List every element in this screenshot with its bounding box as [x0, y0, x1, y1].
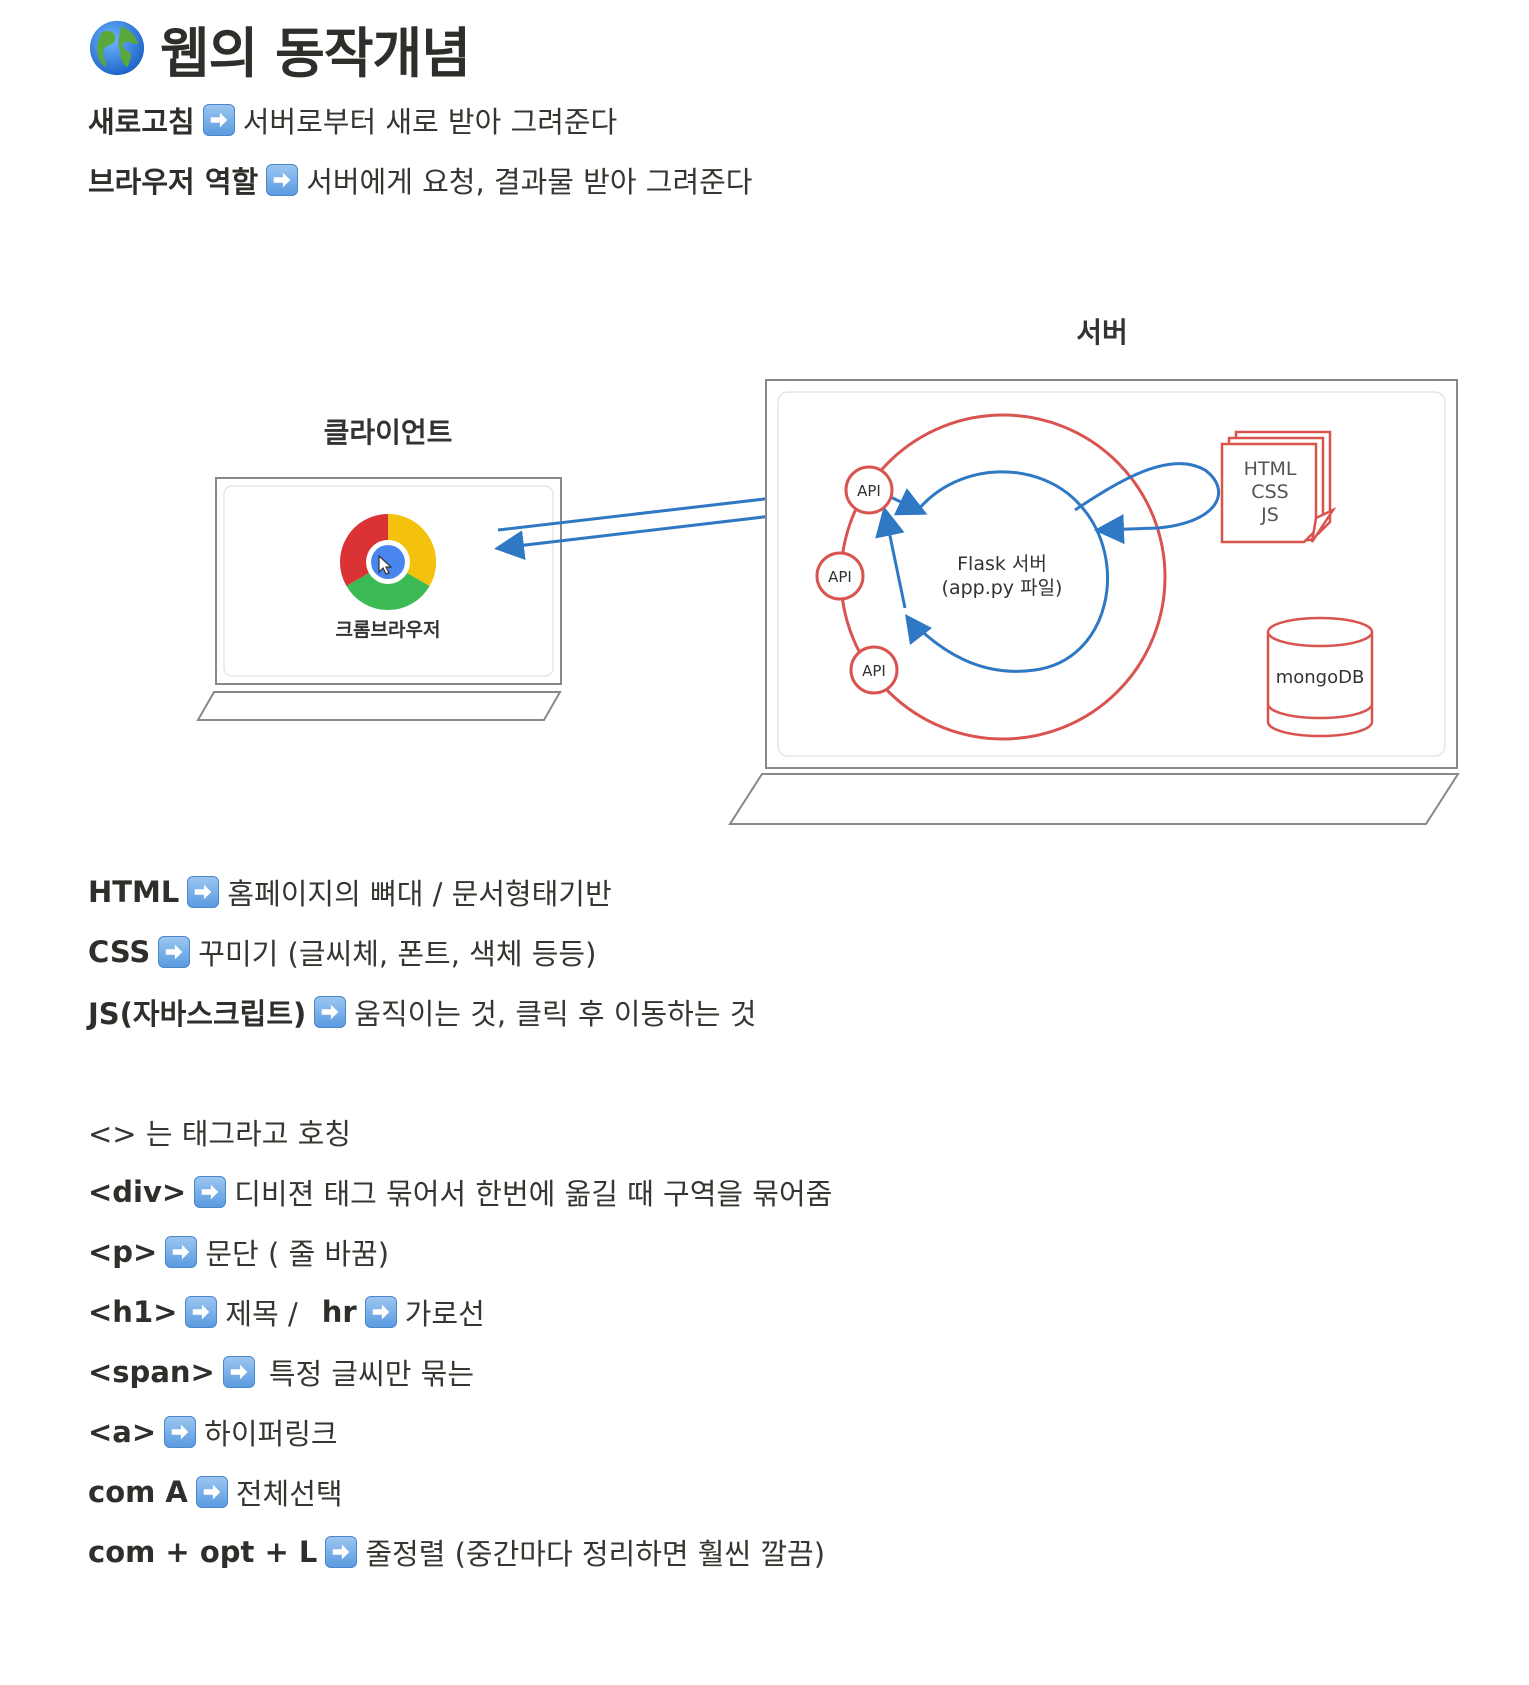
- a-tag-line: <a> 하이퍼링크: [88, 1410, 338, 1454]
- refresh-line: 새로고침 서버로부터 새로 받아 그려준다: [88, 98, 617, 142]
- p-tag-desc: 문단 ( 줄 바꿈): [205, 1237, 390, 1271]
- right-arrow-icon: [195, 1476, 228, 1508]
- browser-role-label: 브라우저 역할: [88, 165, 259, 199]
- files-document-icon: HTML CSS JS: [1220, 430, 1337, 544]
- file-css-label: CSS: [1251, 481, 1288, 503]
- span-tag-line: <span> 특정 글씨만 묶는: [88, 1350, 474, 1394]
- web-architecture-diagram: 서버 클라이언트 크롬브라우저: [0, 300, 1529, 920]
- page-title-text: 웹의 동작개념: [160, 21, 471, 85]
- flask-app-label: (app.py 파일): [942, 577, 1063, 599]
- tags-intro-text: <> 는 태그라고 호칭: [88, 1117, 352, 1151]
- right-arrow-icon: [158, 936, 191, 968]
- html-desc: 홈페이지의 뼈대 / 문서형태기반: [227, 877, 612, 911]
- chrome-browser-label: 크롬브라우저: [336, 619, 441, 641]
- browser-role-desc: 서버에게 요청, 결과물 받아 그려준다: [306, 165, 753, 199]
- select-all-label: com A: [88, 1475, 188, 1509]
- html-line: HTML 홈페이지의 뼈대 / 문서형태기반: [88, 870, 612, 914]
- flask-server-label: Flask 서버: [957, 553, 1047, 575]
- css-label: CSS: [88, 935, 151, 969]
- div-tag-desc: 디비젼 태그 묶어서 한번에 옮길 때 구역을 묶어줌: [234, 1177, 833, 1211]
- globe-icon: [89, 20, 145, 76]
- server-laptop: [728, 379, 1460, 825]
- span-tag-desc: 특정 글씨만 묶는: [268, 1357, 475, 1391]
- diagram-svg: 서버 클라이언트 크롬브라우저: [196, 316, 1460, 825]
- right-arrow-icon: [222, 1356, 255, 1388]
- right-arrow-icon: [325, 1536, 358, 1568]
- format-line: com + opt + L 줄정렬 (중간마다 정리하면 훨씬 깔끔): [88, 1530, 825, 1574]
- js-line: JS(자바스크립트) 움직이는 것, 클릭 후 이동하는 것: [88, 990, 756, 1034]
- flask-to-api-arrow: [875, 506, 907, 609]
- browser-role-line: 브라우저 역할 서버에게 요청, 결과물 받아 그려준다: [88, 158, 752, 202]
- page-title: 웹의 동작개념: [88, 8, 471, 88]
- span-tag-label: <span>: [88, 1355, 215, 1389]
- svg-text:API: API: [857, 482, 881, 500]
- files-loop: [1074, 462, 1221, 545]
- format-label: com + opt + L: [88, 1535, 318, 1569]
- right-arrow-icon: [202, 104, 235, 136]
- css-desc: 꾸미기 (글씨체, 폰트, 색체 등등): [198, 937, 597, 971]
- css-line: CSS 꾸미기 (글씨체, 폰트, 색체 등등): [88, 930, 596, 974]
- js-label: JS(자바스크립트): [88, 997, 307, 1031]
- right-arrow-icon: [364, 1296, 397, 1328]
- refresh-label: 새로고침: [88, 105, 195, 139]
- right-arrow-icon: [314, 996, 347, 1028]
- flask-loop: [910, 470, 1110, 673]
- right-arrow-icon: [266, 164, 299, 196]
- right-arrow-icon: [164, 1416, 197, 1448]
- right-arrow-icon: [187, 876, 220, 908]
- loop-arrowhead: [905, 614, 932, 645]
- select-all-line: com A 전체선택: [88, 1470, 343, 1514]
- chrome-icon: [339, 514, 437, 611]
- svg-text:API: API: [828, 568, 852, 586]
- server-title: 서버: [1076, 316, 1128, 349]
- api-badge-left: API: [815, 551, 865, 601]
- js-desc: 움직이는 것, 클릭 후 이동하는 것: [354, 997, 757, 1031]
- html-label: HTML: [88, 875, 180, 909]
- h1-tag-label: <h1>: [88, 1295, 178, 1329]
- hr-tag-desc: 가로선: [404, 1297, 485, 1331]
- client-title: 클라이언트: [324, 416, 453, 449]
- a-tag-label: <a>: [88, 1415, 157, 1449]
- p-tag-line: <p> 문단 ( 줄 바꿈): [88, 1230, 389, 1274]
- h1-hr-tag-line: <h1> 제목 / hr 가로선: [88, 1290, 485, 1334]
- right-arrow-icon: [165, 1236, 198, 1268]
- refresh-desc: 서버로부터 새로 받아 그려준다: [242, 105, 618, 139]
- a-tag-desc: 하이퍼링크: [204, 1417, 338, 1451]
- div-tag-line: <div> 디비젼 태그 묶어서 한번에 옮길 때 구역을 묶어줌: [88, 1170, 832, 1214]
- h1-tag-desc: 제목 /: [225, 1297, 298, 1331]
- tags-intro-line: <> 는 태그라고 호칭: [88, 1110, 351, 1154]
- svg-text:API: API: [862, 662, 886, 680]
- div-tag-label: <div>: [88, 1175, 187, 1209]
- right-arrow-icon: [185, 1296, 218, 1328]
- file-js-label: JS: [1260, 504, 1279, 526]
- hr-tag-label: hr: [321, 1295, 357, 1329]
- database-icon: mongoDB: [1266, 616, 1374, 738]
- right-arrow-icon: [194, 1176, 227, 1208]
- file-html-label: HTML: [1244, 458, 1297, 480]
- mongodb-label: mongoDB: [1276, 667, 1365, 688]
- p-tag-label: <p>: [88, 1235, 158, 1269]
- api-badge-top: API: [844, 465, 894, 515]
- format-desc: 줄정렬 (중간마다 정리하면 훨씬 깔끔): [365, 1537, 826, 1571]
- select-all-desc: 전체선택: [235, 1477, 343, 1511]
- api-badge-bottom: API: [849, 645, 899, 695]
